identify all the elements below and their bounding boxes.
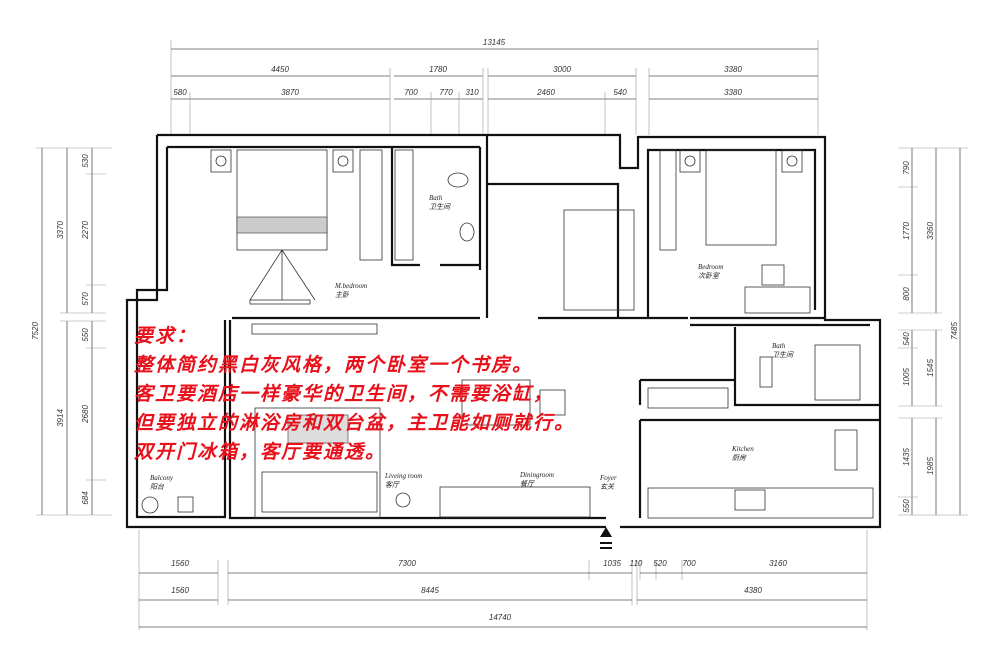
dim-label: 790 [902, 161, 911, 175]
basin [459, 222, 475, 242]
room-label: Bedroom [698, 263, 723, 271]
wardrobe [359, 149, 383, 261]
room-label: 客厅 [385, 481, 401, 489]
room-label: Liveing room [384, 472, 422, 480]
stove [734, 489, 766, 511]
dim-label: 2680 [81, 405, 90, 424]
room-label: Bath [772, 342, 786, 350]
dim-label: 110 [630, 559, 643, 568]
master-bed [236, 149, 328, 251]
dim-label: 310 [465, 88, 479, 97]
requirement-line: 客卫要酒店一样豪华的卫生间，不需要浴缸， [134, 383, 555, 405]
vanity-double-basin [647, 387, 729, 409]
room-label: 厨房 [732, 454, 747, 462]
coffee-table [287, 414, 349, 444]
tv-cabinet [251, 323, 378, 335]
dim-label: 1545 [926, 359, 935, 377]
room-label: 阳台 [150, 483, 165, 491]
dim-label: 540 [902, 332, 911, 346]
kitchen-sink [834, 429, 858, 471]
dim-label: 4380 [744, 586, 762, 595]
dim-label: 3914 [56, 409, 65, 427]
requirement-line: 但要独立的淋浴房和双台盆，主卫能如厕就行。 [134, 412, 576, 434]
toilet-2 [759, 356, 773, 388]
dim-label: 3380 [724, 88, 742, 97]
dim-label: 770 [439, 88, 453, 97]
dining-table [461, 379, 531, 426]
dim-label: 700 [682, 559, 696, 568]
kitchen-counter [647, 487, 874, 519]
requirement-line: 双开门冰箱，客厅要通透。 [134, 441, 387, 463]
dim-label: 3000 [553, 65, 571, 74]
sofa [261, 471, 378, 513]
room-label: Kitchen [731, 445, 754, 453]
dim-label: 1770 [902, 222, 911, 240]
dim-label: 2270 [81, 221, 90, 240]
room-label: 主卧 [335, 291, 350, 299]
dim-label: 570 [81, 292, 90, 306]
living-area [254, 407, 381, 519]
room-label: Bath [429, 194, 443, 202]
dim-label: 7520 [31, 322, 40, 340]
room-label: Foyer [599, 474, 617, 482]
dim-label: 700 [404, 88, 418, 97]
dim-label: 1435 [902, 448, 911, 466]
bottom-dimensions: 1560 7300 1035 110 520 700 3160 1560 844… [138, 530, 868, 630]
shoe-cabinet [439, 486, 591, 518]
dim-label: 7300 [398, 559, 416, 568]
dim-label: 3370 [56, 221, 65, 239]
left-dimensions: 7520 3370 3914 530 2270 570 550 2680 684 [31, 147, 112, 516]
room-label: M.bedroom [334, 282, 367, 290]
shower-room [814, 344, 861, 401]
entrance-arrow-icon [600, 527, 612, 537]
dim-label: 1985 [926, 457, 935, 475]
room-label: 卫生间 [429, 203, 451, 211]
study-bed [563, 209, 635, 311]
walls [125, 133, 882, 529]
dim-bottom-total: 14740 [489, 613, 512, 622]
dim-label: 800 [902, 287, 911, 301]
right-dimensions: 790 1770 800 540 1005 1435 550 3360 1545… [898, 147, 968, 516]
dim-label: 8445 [421, 586, 439, 595]
dim-label: 550 [902, 499, 911, 513]
dim-label: 1560 [171, 559, 189, 568]
dim-label: 580 [173, 88, 187, 97]
top-dimensions: 13145 4450 1780 3000 3380 580 3870 700 7… [170, 38, 819, 135]
requirement-line: 整体简约黑白灰风格，两个卧室一个书房。 [134, 354, 534, 376]
dim-label: 1005 [902, 368, 911, 386]
room-labels: M.bedroom 主卧 Bath 卫生间 Bedroom 次卧室 Bath 卫… [150, 194, 794, 491]
second-bed [705, 149, 777, 246]
furniture [141, 149, 874, 519]
dim-top-total: 13145 [483, 38, 506, 47]
desk [744, 286, 811, 314]
room-label: Diningroom [519, 471, 554, 479]
toilet [447, 172, 469, 188]
requirements-title: 要求： [134, 325, 198, 347]
room-label: Balcony [150, 474, 174, 482]
room-label: 餐厅 [520, 480, 536, 488]
dim-label: 3160 [769, 559, 787, 568]
dim-label: 540 [613, 88, 627, 97]
room-label: 卫生间 [772, 351, 794, 359]
dim-label: 530 [81, 154, 90, 168]
room-label: 玄关 [600, 483, 615, 491]
dim-label: 7485 [950, 322, 959, 340]
dim-label: 684 [81, 491, 90, 505]
dim-label: 1780 [429, 65, 447, 74]
dim-label: 550 [81, 328, 90, 342]
dim-label: 520 [653, 559, 667, 568]
dim-label: 1035 [603, 559, 621, 568]
desk-chair [761, 264, 785, 286]
room-label: 次卧室 [698, 272, 720, 280]
dim-label: 3870 [281, 88, 299, 97]
washing-machine [141, 496, 159, 514]
dim-label: 4450 [271, 65, 289, 74]
dim-label: 3380 [724, 65, 742, 74]
dim-label: 2460 [536, 88, 555, 97]
dim-label: 1560 [171, 586, 189, 595]
dim-label: 3360 [926, 222, 935, 240]
